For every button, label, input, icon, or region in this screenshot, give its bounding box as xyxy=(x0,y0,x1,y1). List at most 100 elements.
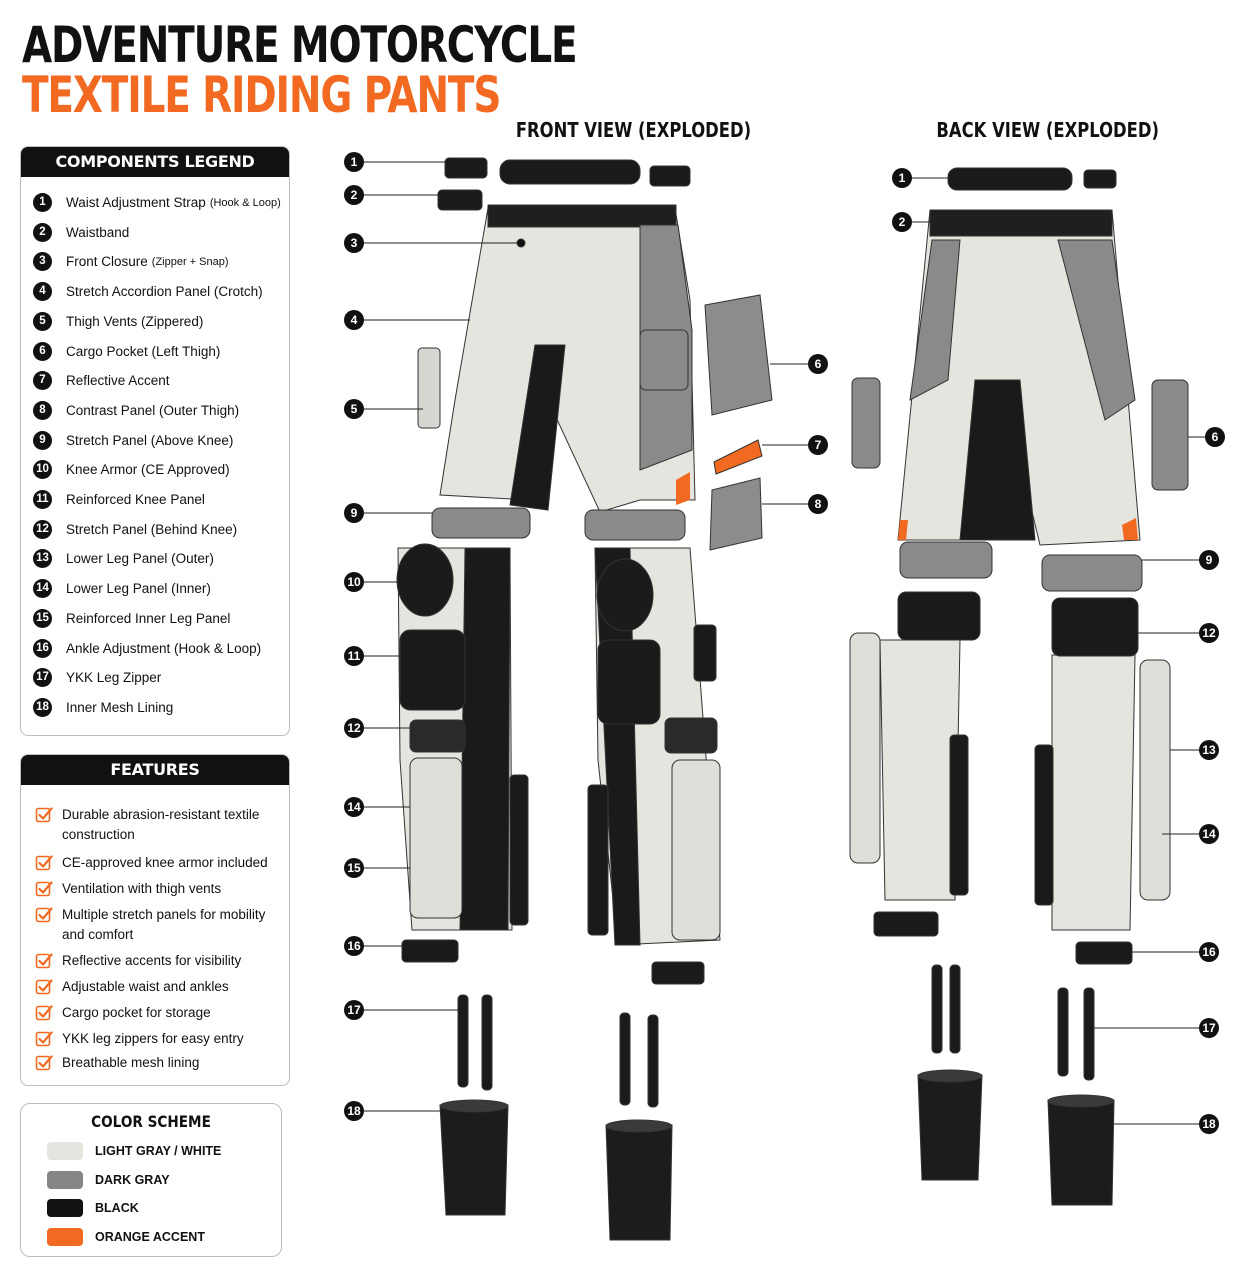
legend-label: Lower Leg Panel (Inner) xyxy=(66,581,211,597)
callout-number: 6 xyxy=(1212,430,1219,444)
legend-label: Reflective Accent xyxy=(66,373,170,389)
color-swatch xyxy=(47,1142,83,1160)
features-header: FEATURES xyxy=(21,755,289,785)
callout-badge xyxy=(344,936,364,956)
legend-number-badge: 9 xyxy=(33,430,52,450)
legend-label: Knee Armor (CE Approved) xyxy=(66,462,230,478)
feature-text: Adjustable waist and ankles xyxy=(62,979,229,994)
legend-number-badge: 8 xyxy=(33,400,52,420)
contrast-panel-exploded xyxy=(709,477,763,551)
callout-badge xyxy=(1199,550,1219,570)
features-panel: FEATURES Durable abrasion-resistant text… xyxy=(20,754,290,1086)
legend-label: Stretch Panel (Above Knee) xyxy=(66,432,234,448)
feature-item: Adjustable waist and ankles xyxy=(35,977,285,997)
back-left-gray-panel xyxy=(909,239,961,401)
legend-number-badge: 7 xyxy=(33,371,52,391)
back-right-pocket xyxy=(1151,379,1189,491)
back-left-mesh-lining xyxy=(917,1074,983,1181)
callout-number: 16 xyxy=(347,939,361,953)
color-swatch xyxy=(47,1170,83,1189)
back-right-knee-band xyxy=(1051,597,1139,657)
callout-badge xyxy=(344,310,364,330)
feature-item: YKK leg zippers for easy entry xyxy=(35,1029,285,1049)
back-right-outer-panel xyxy=(1139,659,1171,901)
color-scheme-header: COLOR SCHEME xyxy=(91,1112,211,1131)
feature-text: Durable abrasion-resistant textile const… xyxy=(62,807,260,842)
callout-badge xyxy=(344,185,364,205)
feature-item: Breathable mesh lining xyxy=(35,1053,285,1073)
callout-number: 17 xyxy=(347,1003,361,1017)
feature-item: Durable abrasion-resistant textile const… xyxy=(35,805,285,845)
front-crotch-black xyxy=(509,344,566,511)
legend-label: Stretch Panel (Behind Knee) xyxy=(66,521,238,537)
check-icon xyxy=(35,881,53,897)
legend-number-badge: 15 xyxy=(33,608,52,628)
legend-number-badge: 14 xyxy=(33,579,52,599)
page-subtitle: TEXTILE RIDING PANTS xyxy=(22,66,501,124)
feature-item: Ventilation with thigh vents xyxy=(35,879,285,899)
back-waist-strap xyxy=(947,167,1073,191)
color-swatch-item: LIGHT GRAY / WHITE xyxy=(47,1142,221,1160)
back-left-lower-leg xyxy=(879,639,961,901)
cargo-pocket-exploded xyxy=(704,294,773,416)
front-left-zipper-a xyxy=(457,994,469,1088)
front-left-mesh-rim xyxy=(439,1099,509,1113)
legend-label: Stretch Accordion Panel (Crotch) xyxy=(66,284,263,300)
back-left-pocket xyxy=(851,377,881,469)
callout-badge xyxy=(808,435,828,455)
legend-item: 10 Knee Armor (CE Approved) xyxy=(33,460,230,480)
front-reflective-accent-small xyxy=(676,472,690,505)
check-icon xyxy=(35,907,53,923)
legend-label: Reinforced Knee Panel xyxy=(66,492,205,507)
feature-item: Cargo pocket for storage xyxy=(35,1003,285,1023)
back-right-zipper-b xyxy=(1083,987,1095,1081)
front-right-behind-knee xyxy=(664,717,718,754)
front-right-zipper-b xyxy=(647,1014,659,1108)
front-left-knee-panel xyxy=(399,629,466,711)
front-right-mesh-lining xyxy=(605,1124,673,1241)
front-right-ankle-strap xyxy=(651,961,705,985)
feature-text: Multiple stretch panels for mobility and… xyxy=(62,907,266,942)
callout-number: 18 xyxy=(347,1104,361,1118)
legend-number-badge: 1 xyxy=(33,193,52,212)
color-label: ORANGE ACCENT xyxy=(95,1229,205,1244)
callout-badge xyxy=(344,572,364,592)
callout-badge xyxy=(1199,1018,1219,1038)
back-reflective-left xyxy=(898,520,908,540)
callout-badge xyxy=(1205,427,1225,447)
front-thigh-vent-flap xyxy=(417,347,441,429)
feature-text: Cargo pocket for storage xyxy=(62,1005,211,1020)
front-left-zipper-b xyxy=(481,994,493,1091)
callout-badge xyxy=(344,233,364,253)
callout-badge xyxy=(808,494,828,514)
front-left-behind-knee xyxy=(409,719,466,753)
back-waist-tab xyxy=(1083,169,1117,189)
feature-text: Breathable mesh lining xyxy=(62,1055,200,1070)
callout-number: 7 xyxy=(815,438,822,452)
callout-number: 14 xyxy=(347,800,361,814)
back-right-zipper-a xyxy=(1057,987,1069,1077)
callout-number: 14 xyxy=(1202,827,1216,841)
front-left-strip xyxy=(509,774,529,926)
back-right-mesh-lining xyxy=(1047,1099,1115,1206)
feature-item: Reflective accents for visibility xyxy=(35,951,285,971)
front-view-title: FRONT VIEW (EXPLODED) xyxy=(515,118,752,142)
back-right-gray-panel xyxy=(1057,239,1136,421)
front-left-mesh-lining xyxy=(439,1104,509,1216)
back-reflective-right xyxy=(1122,518,1138,540)
feature-item: CE-approved knee armor included xyxy=(35,853,285,873)
feature-item: Multiple stretch panels for mobility and… xyxy=(35,905,285,945)
color-swatch-item: ORANGE ACCENT xyxy=(47,1227,205,1246)
color-label: LIGHT GRAY / WHITE xyxy=(95,1144,222,1158)
legend-number-badge: 10 xyxy=(33,460,52,480)
callout-number: 3 xyxy=(351,236,358,250)
callout-number: 16 xyxy=(1202,945,1216,959)
front-right-stretch-band xyxy=(584,509,686,541)
callout-badge xyxy=(1199,824,1219,844)
